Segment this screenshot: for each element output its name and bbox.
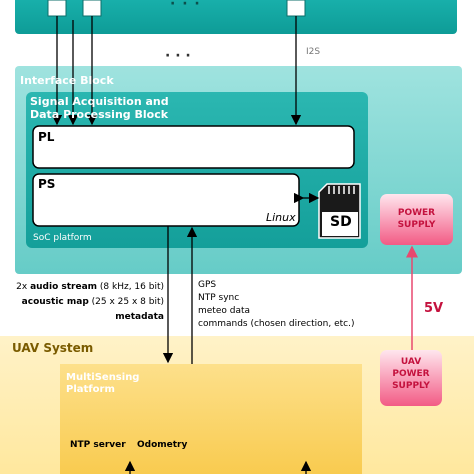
voltage-label: 5V (424, 301, 444, 316)
power-supply-line1: POWER (397, 208, 436, 218)
soc-platform-label: SoC platform (33, 233, 92, 243)
top-block (15, 0, 457, 34)
downlink-line-audio: 2x audio stream (8 kHz, 16 bit) (16, 282, 164, 292)
uplink-item: GPS (198, 280, 217, 290)
top-connector-2 (82, 0, 102, 17)
linux-label: Linux (266, 211, 296, 224)
power-supply-box (380, 194, 453, 245)
odometry-label: Odometry (137, 440, 188, 450)
uav-system-title: UAV System (12, 341, 94, 355)
uav-power-line3: SUPPLY (392, 381, 430, 391)
pl-label: PL (38, 130, 55, 144)
pl-box (32, 125, 355, 169)
uav-power-line2: POWER (392, 369, 430, 379)
acquisition-title-line1: Signal Acquisition and (30, 95, 169, 108)
uav-power-box (380, 350, 442, 406)
middle-dots: · · · (165, 48, 191, 64)
multisensing-box (60, 364, 362, 474)
ps-label: PS (38, 177, 56, 191)
i2s-label: I2S (306, 47, 321, 57)
uplink-item: meteo data (198, 306, 251, 316)
ps-box (32, 173, 300, 227)
power-supply-line2: SUPPLY (397, 220, 436, 230)
top-connector-3 (286, 0, 306, 17)
top-dots: · · · (170, 0, 201, 12)
interface-block-title: Interface Block (20, 74, 114, 87)
uav-power-label: UAV POWER SUPPLY (380, 356, 442, 392)
top-connector-1 (47, 0, 67, 17)
downlink-description: 2x audio stream (8 kHz, 16 bit) acoustic… (0, 281, 164, 323)
ntp-server-label: NTP server (70, 440, 126, 450)
uplink-item: commands (chosen direction, etc.) (198, 319, 355, 329)
downlink-line-map: acoustic map (25 x 25 x 8 bit) (21, 297, 164, 307)
multisensing-line2: Platform (66, 384, 115, 395)
multisensing-title: MultiSensing Platform (66, 372, 139, 396)
uplink-description: GPS NTP sync meteo data commands (chosen… (198, 279, 354, 331)
sd-label: SD (330, 214, 352, 230)
power-supply-label: POWER SUPPLY (380, 207, 453, 231)
acquisition-title-line2: Data Processing Block (30, 108, 169, 121)
downlink-line-metadata: metadata (115, 312, 164, 322)
multisensing-line1: MultiSensing (66, 372, 140, 383)
acquisition-block-title: Signal Acquisition and Data Processing B… (30, 95, 169, 121)
uplink-item: NTP sync (198, 293, 240, 303)
uav-power-line1: UAV (400, 357, 422, 367)
